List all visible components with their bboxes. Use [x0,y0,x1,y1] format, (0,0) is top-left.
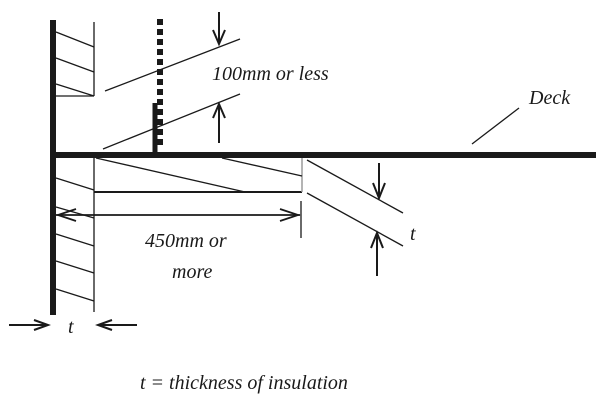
label-deck: Deck [528,87,571,109]
deck-leader-line [471,107,520,145]
label-450mm-line1: 450mm or [145,230,227,252]
right-slope-lines [306,159,404,247]
thickness-arrows-bottom [9,319,137,331]
lower-wall-insulation [55,158,95,312]
thickness-arrows-right [370,163,386,276]
underdeck-insulation [94,157,303,193]
label-450mm-line2: more [172,261,212,283]
upper-wall-insulation [55,22,95,97]
label-100mm-or-less: 100mm or less [212,63,329,85]
dimension-100mm-arrows [212,12,226,143]
label-thickness-right: t [410,223,416,245]
caption: t = thickness of insulation [140,372,348,394]
label-thickness-bottom: t [68,316,74,338]
top-slope-lines [102,38,241,150]
dimension-450mm [55,201,302,238]
